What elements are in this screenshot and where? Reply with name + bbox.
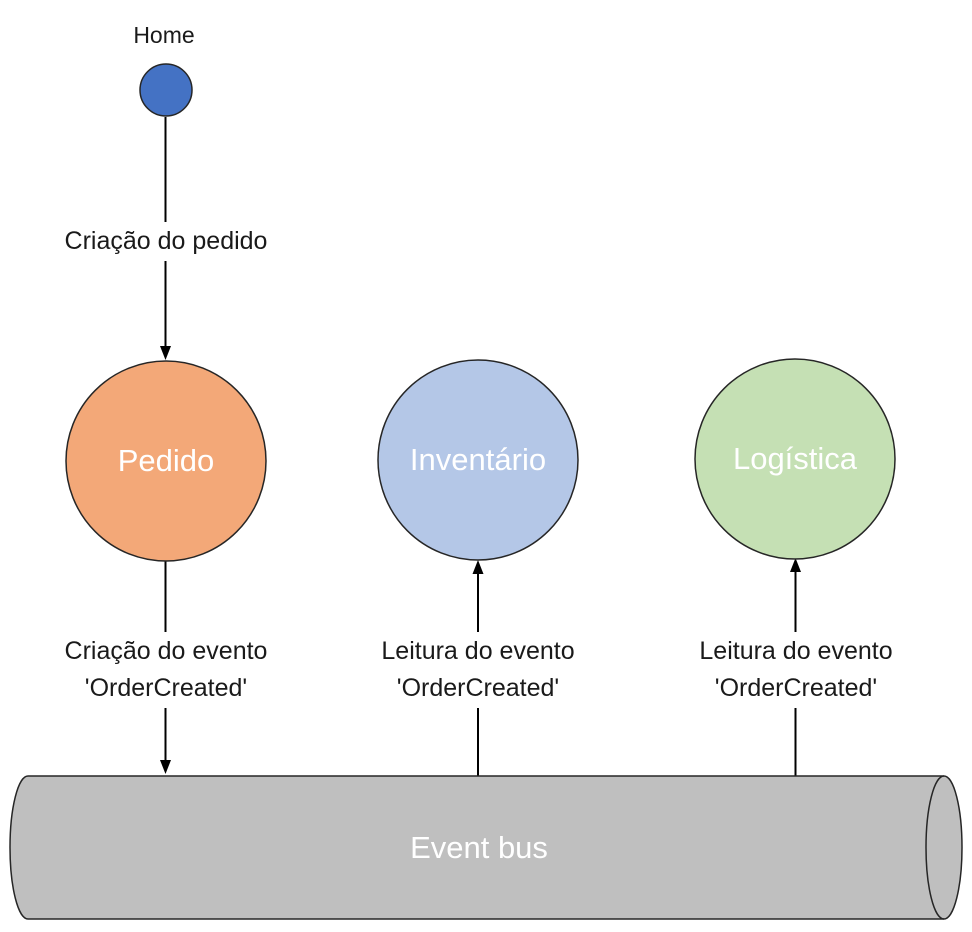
arrowhead-home-to-order: [160, 346, 171, 360]
arrowhead-order-to-bus: [160, 760, 171, 774]
arrowhead-bus-to-inventory: [472, 560, 484, 574]
order-service-label: Pedido: [117, 443, 215, 478]
home-node-label: Home: [133, 22, 195, 48]
publish-event-edge-label-line1: Criação do evento: [64, 637, 268, 665]
logistics-service-label: Logística: [732, 441, 858, 476]
order-service-circle: [65, 360, 267, 562]
inventory-service-circle: [377, 359, 579, 561]
home-node-circle: [139, 63, 193, 117]
logistics-service-circle: [694, 358, 896, 560]
consume-logistics-edge-label: Leitura do evento 'OrderCreated': [694, 632, 898, 708]
inventory-service-label: Inventário: [409, 442, 547, 477]
event-bus-label: Event bus: [410, 830, 548, 865]
consume-logistics-edge-label-line2: 'OrderCreated': [714, 674, 878, 702]
event-bus-cylinder-cap-arc: [925, 775, 945, 920]
consume-inventory-edge-label-line1: Leitura do evento: [381, 637, 575, 665]
consume-inventory-edge-label-line2: 'OrderCreated': [396, 674, 560, 702]
arrowhead-bus-to-logistics: [790, 558, 801, 572]
order-creation-edge-label: Criação do pedido: [59, 222, 273, 261]
consume-logistics-edge-label-line1: Leitura do evento: [699, 637, 893, 665]
consume-inventory-edge-label: Leitura do evento 'OrderCreated': [376, 632, 580, 708]
publish-event-edge-label-line2: 'OrderCreated': [84, 674, 248, 702]
publish-event-edge-label: Criação do evento 'OrderCreated': [59, 632, 273, 708]
